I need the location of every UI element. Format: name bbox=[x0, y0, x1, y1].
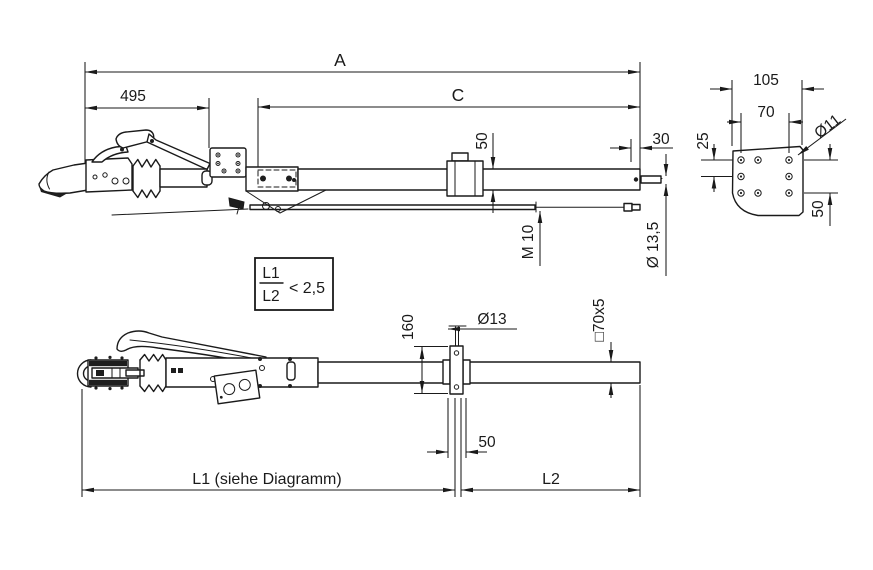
dim-105-label: 105 bbox=[753, 72, 779, 89]
coupling-head bbox=[38, 145, 133, 198]
handbrake-lever-plan bbox=[116, 330, 267, 366]
dim-m10-label: M 10 bbox=[520, 224, 537, 259]
handbrake-linkage bbox=[228, 189, 327, 215]
dim-160-label: 160 bbox=[400, 314, 417, 340]
rod-end-stub bbox=[640, 175, 662, 184]
dim-bolt-dia-label: Ø13 bbox=[477, 311, 506, 328]
console-plate-holes bbox=[215, 152, 241, 174]
dim-c-label: C bbox=[452, 85, 465, 105]
plan-view-drawing: 160 Ø13 □70x5 50 L1 (siehe Diagramm) L2 bbox=[76, 299, 641, 497]
ratio-condition: < 2,5 bbox=[289, 280, 325, 297]
console-plate bbox=[209, 147, 247, 178]
dim-hole-dia-label: Ø11 bbox=[811, 111, 844, 142]
side-view-drawing: A 495 C bbox=[38, 50, 673, 276]
ratio-formula-box: L1 L2 < 2,5 bbox=[254, 257, 334, 311]
flange-holes bbox=[737, 156, 793, 197]
dim-l2-label: L2 bbox=[542, 471, 560, 488]
dim-l1-label: L1 (siehe Diagramm) bbox=[192, 471, 341, 488]
dim-30-label: 30 bbox=[652, 131, 670, 148]
coupling-lock-lever bbox=[91, 145, 129, 163]
ratio-denominator: L2 bbox=[262, 288, 279, 305]
overrun-housing bbox=[245, 166, 299, 192]
dim-rod-dia-label: Ø 13,5 bbox=[645, 222, 662, 269]
type-plate bbox=[213, 369, 261, 405]
coupling-head-plan bbox=[76, 355, 145, 391]
square-tube bbox=[317, 361, 641, 384]
support-bracket bbox=[442, 325, 471, 395]
dim-tube-section-label: □70x5 bbox=[591, 299, 608, 342]
bellows bbox=[132, 158, 161, 199]
brake-rod bbox=[111, 201, 641, 216]
flange-plate bbox=[731, 145, 804, 217]
dim-50-bracket-label: 50 bbox=[478, 434, 496, 451]
dim-50-tube-label: 50 bbox=[474, 132, 491, 150]
inner-tube-hidden bbox=[257, 169, 297, 188]
tube-clamp bbox=[446, 152, 484, 197]
drawbar-shaft bbox=[159, 168, 213, 188]
handbrake-lever bbox=[115, 129, 211, 171]
dim-495-label: 495 bbox=[120, 88, 146, 105]
flange-view-drawing: 105 70 Ø11 25 50 bbox=[695, 72, 847, 226]
housing-plan bbox=[165, 357, 319, 405]
dim-a-label: A bbox=[334, 50, 346, 70]
dim-70-label: 70 bbox=[757, 104, 775, 121]
ratio-numerator: L1 bbox=[262, 265, 279, 282]
dim-25-label: 25 bbox=[695, 132, 712, 149]
dim-50-plate-label: 50 bbox=[810, 200, 827, 218]
tube-end-hole bbox=[633, 177, 639, 182]
